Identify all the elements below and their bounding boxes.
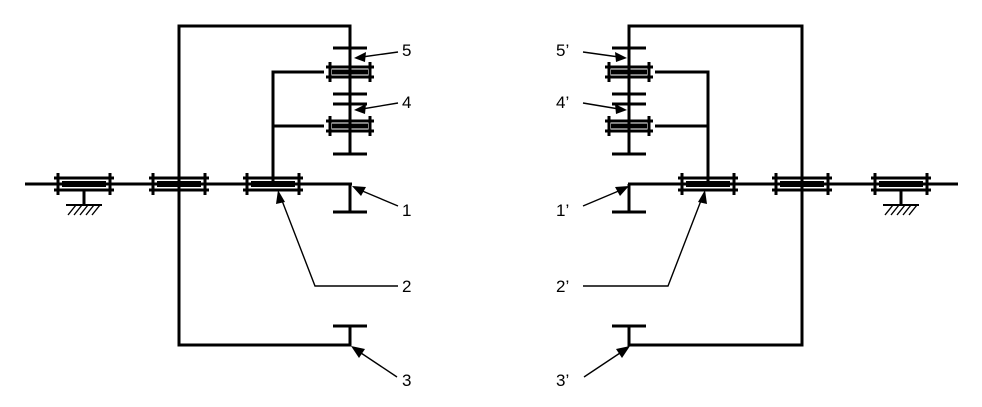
left-carrier-arm-upper (271, 70, 324, 184)
right-arrowhead-4 (615, 104, 627, 114)
right-leader-4 (582, 102, 620, 110)
left-leader-3 (357, 350, 398, 378)
left-ring-frame-upper (177, 24, 352, 184)
right-label-3: 3’ (556, 371, 569, 390)
right-label-5: 5’ (556, 41, 569, 60)
right-ring-frame-upper (627, 24, 804, 184)
left-leader-2 (280, 197, 398, 287)
left-leader-4 (361, 102, 399, 110)
right-label-4: 4’ (556, 93, 569, 112)
left-arrowhead-5 (354, 52, 366, 62)
left-label-3: 3 (402, 371, 411, 390)
left-arrowhead-1 (352, 186, 366, 196)
left-arrowhead-3 (351, 346, 365, 358)
left-label-4: 4 (402, 93, 411, 112)
right-carrier-arm-upper (655, 70, 710, 184)
right-leader-1 (582, 189, 622, 207)
right-arrowhead-5 (615, 52, 627, 62)
left-arrowhead-2 (276, 190, 285, 204)
right-mechanism: 5’ 4’ 1’ 2’ 3’ (556, 24, 958, 390)
right-ring-frame-lower (627, 184, 804, 347)
right-arrowhead-2 (698, 190, 707, 204)
left-ring-frame-lower (177, 184, 352, 347)
right-label-1: 1’ (556, 201, 569, 220)
right-label-2: 2’ (556, 277, 569, 296)
left-label-1: 1 (402, 201, 411, 220)
left-arrowhead-4 (354, 104, 366, 114)
right-leader-3 (583, 350, 624, 378)
left-label-5: 5 (402, 41, 411, 60)
right-ground-symbol (882, 204, 920, 216)
right-arrowhead-3 (616, 346, 630, 358)
right-leader-2 (583, 197, 703, 287)
left-ground-symbol (65, 204, 103, 216)
left-leader-5 (361, 51, 399, 58)
right-arrowhead-1 (615, 186, 629, 196)
right-leader-5 (582, 51, 620, 58)
left-label-2: 2 (402, 277, 411, 296)
left-mechanism: 5 4 1 2 3 (25, 24, 411, 390)
left-leader-1 (359, 189, 399, 207)
